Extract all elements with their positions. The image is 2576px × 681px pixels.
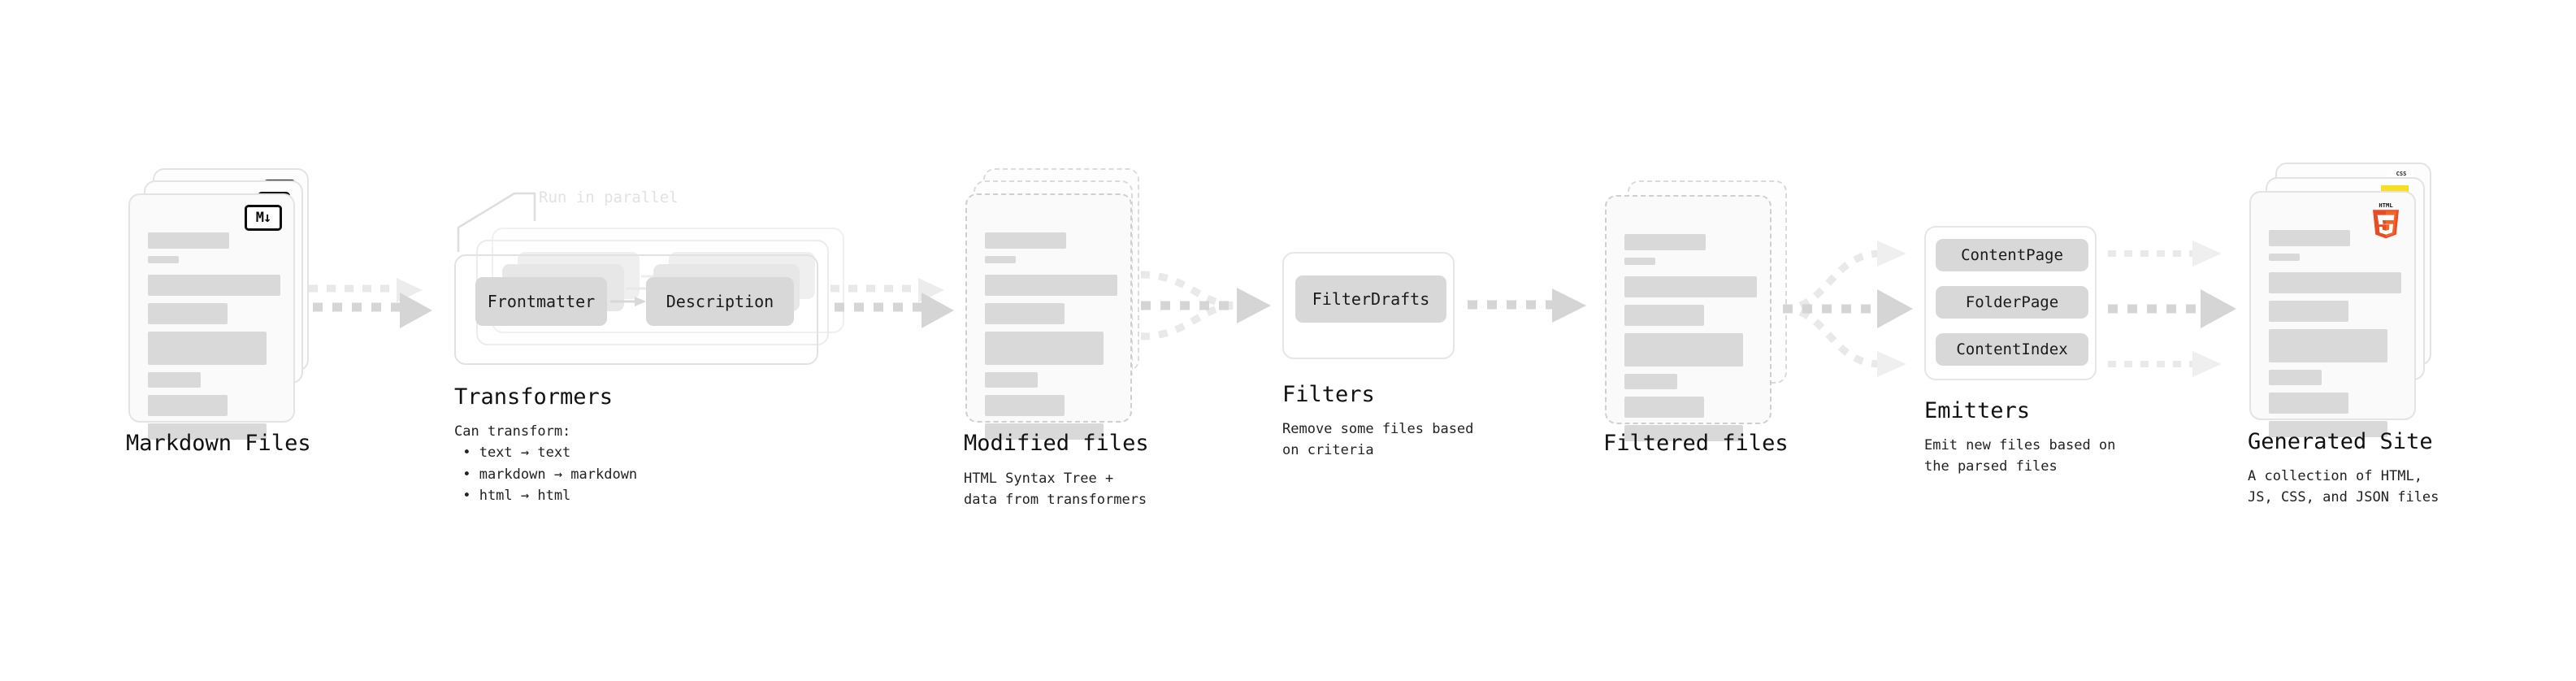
stage-subtitle-filters: Remove some files based on criteria [1282, 421, 1474, 459]
file-placeholder-bar [1624, 258, 1655, 265]
markdown-file-card-front: M↓ [128, 193, 295, 440]
chip-contentpage[interactable]: ContentPage [1936, 239, 2088, 271]
chip-filterdrafts[interactable]: FilterDrafts [1295, 275, 1446, 323]
run-in-parallel-label: Run in parallel [539, 189, 679, 206]
file-placeholder-bar [985, 232, 1066, 249]
file-placeholder-bar [2269, 329, 2387, 362]
file-placeholder-bar [2269, 301, 2348, 322]
file-placeholder-bar [148, 303, 228, 324]
filters-group-box: FilterDrafts [1282, 252, 1455, 359]
file-placeholder-bar [2269, 370, 2322, 385]
modified-file-card-front [965, 193, 1132, 440]
chip-contentindex[interactable]: ContentIndex [1936, 333, 2088, 366]
chip-folderpage[interactable]: FolderPage [1936, 286, 2088, 319]
file-placeholder-bar [148, 232, 229, 249]
stage-title-modified-files: Modified files [964, 431, 1149, 456]
file-placeholder-bars [148, 232, 280, 447]
file-placeholder-bar [985, 423, 1104, 440]
file-placeholder-bar [1624, 425, 1743, 441]
file-placeholder-bar [985, 332, 1104, 365]
file-placeholder-bars [2269, 230, 2401, 445]
file-placeholder-bar [2269, 421, 2387, 437]
arrow-filters-to-filtered [1468, 288, 1586, 323]
stage-subtitle-emitters: Emit new files based on the parsed files [1924, 437, 2116, 475]
file-placeholder-bars [1624, 234, 1757, 449]
stage-subtitle-generated-site: A collection of HTML, JS, CSS, and JSON … [2248, 468, 2439, 506]
file-placeholder-bar [1624, 333, 1743, 367]
filtered-file-card-front [1605, 195, 1772, 441]
run-in-parallel-bracket [457, 192, 536, 252]
file-placeholder-bar [2269, 393, 2348, 414]
stage-title-markdown-files: Markdown Files [126, 431, 311, 456]
file-placeholder-bar [2269, 230, 2350, 246]
file-placeholder-bars [985, 232, 1117, 447]
file-placeholder-bar [985, 395, 1065, 416]
file-placeholder-bar [985, 372, 1038, 388]
emitters-group-box: ContentPage FolderPage ContentIndex [1924, 226, 2097, 380]
markdown-badge-icon: M↓ [245, 205, 282, 231]
file-placeholder-bar [1624, 397, 1704, 418]
chip-description[interactable]: Description [646, 277, 794, 326]
stage-subtitle-transformers: Can transform: • text → text • markdown … [454, 423, 638, 505]
file-placeholder-bar [2269, 272, 2401, 293]
arrow-transformers-to-modified [830, 278, 954, 328]
file-placeholder-bar [1624, 234, 1706, 250]
file-placeholder-bar [1624, 276, 1757, 297]
site-file-card-html: HTML [2249, 191, 2416, 437]
transformer-arrow-front [610, 297, 646, 306]
stage-title-transformers: Transformers [454, 384, 614, 410]
file-placeholder-bar [985, 275, 1117, 296]
file-placeholder-bar [1624, 305, 1704, 326]
arrow-filtered-to-emitters [1782, 241, 1913, 377]
arrow-emitters-to-site [2108, 241, 2236, 377]
file-placeholder-bar [2269, 254, 2300, 261]
html5-logo-icon: HTML [2373, 202, 2399, 239]
file-placeholder-bar [985, 256, 1016, 263]
file-placeholder-bar [148, 395, 228, 416]
arrow-markdown-to-transformers [309, 278, 432, 328]
file-placeholder-bar [148, 256, 179, 263]
arrow-modified-to-filters [1140, 271, 1271, 340]
stage-title-filtered-files: Filtered files [1603, 431, 1789, 456]
stage-title-generated-site: Generated Site [2248, 429, 2433, 454]
file-placeholder-bar [985, 303, 1065, 324]
file-placeholder-bar [148, 372, 201, 388]
file-placeholder-bar [148, 423, 267, 440]
svg-text:HTML: HTML [2379, 202, 2393, 209]
chip-frontmatter[interactable]: Frontmatter [475, 277, 607, 326]
stage-title-filters: Filters [1282, 382, 1375, 407]
file-placeholder-bar [1624, 374, 1677, 389]
transformer-layer-front: Frontmatter Description [454, 254, 818, 365]
file-placeholder-bar [148, 332, 267, 365]
stage-subtitle-modified-files: HTML Syntax Tree + data from transformer… [964, 471, 1147, 509]
stage-title-emitters: Emitters [1924, 398, 2031, 423]
file-placeholder-bar [148, 275, 280, 296]
